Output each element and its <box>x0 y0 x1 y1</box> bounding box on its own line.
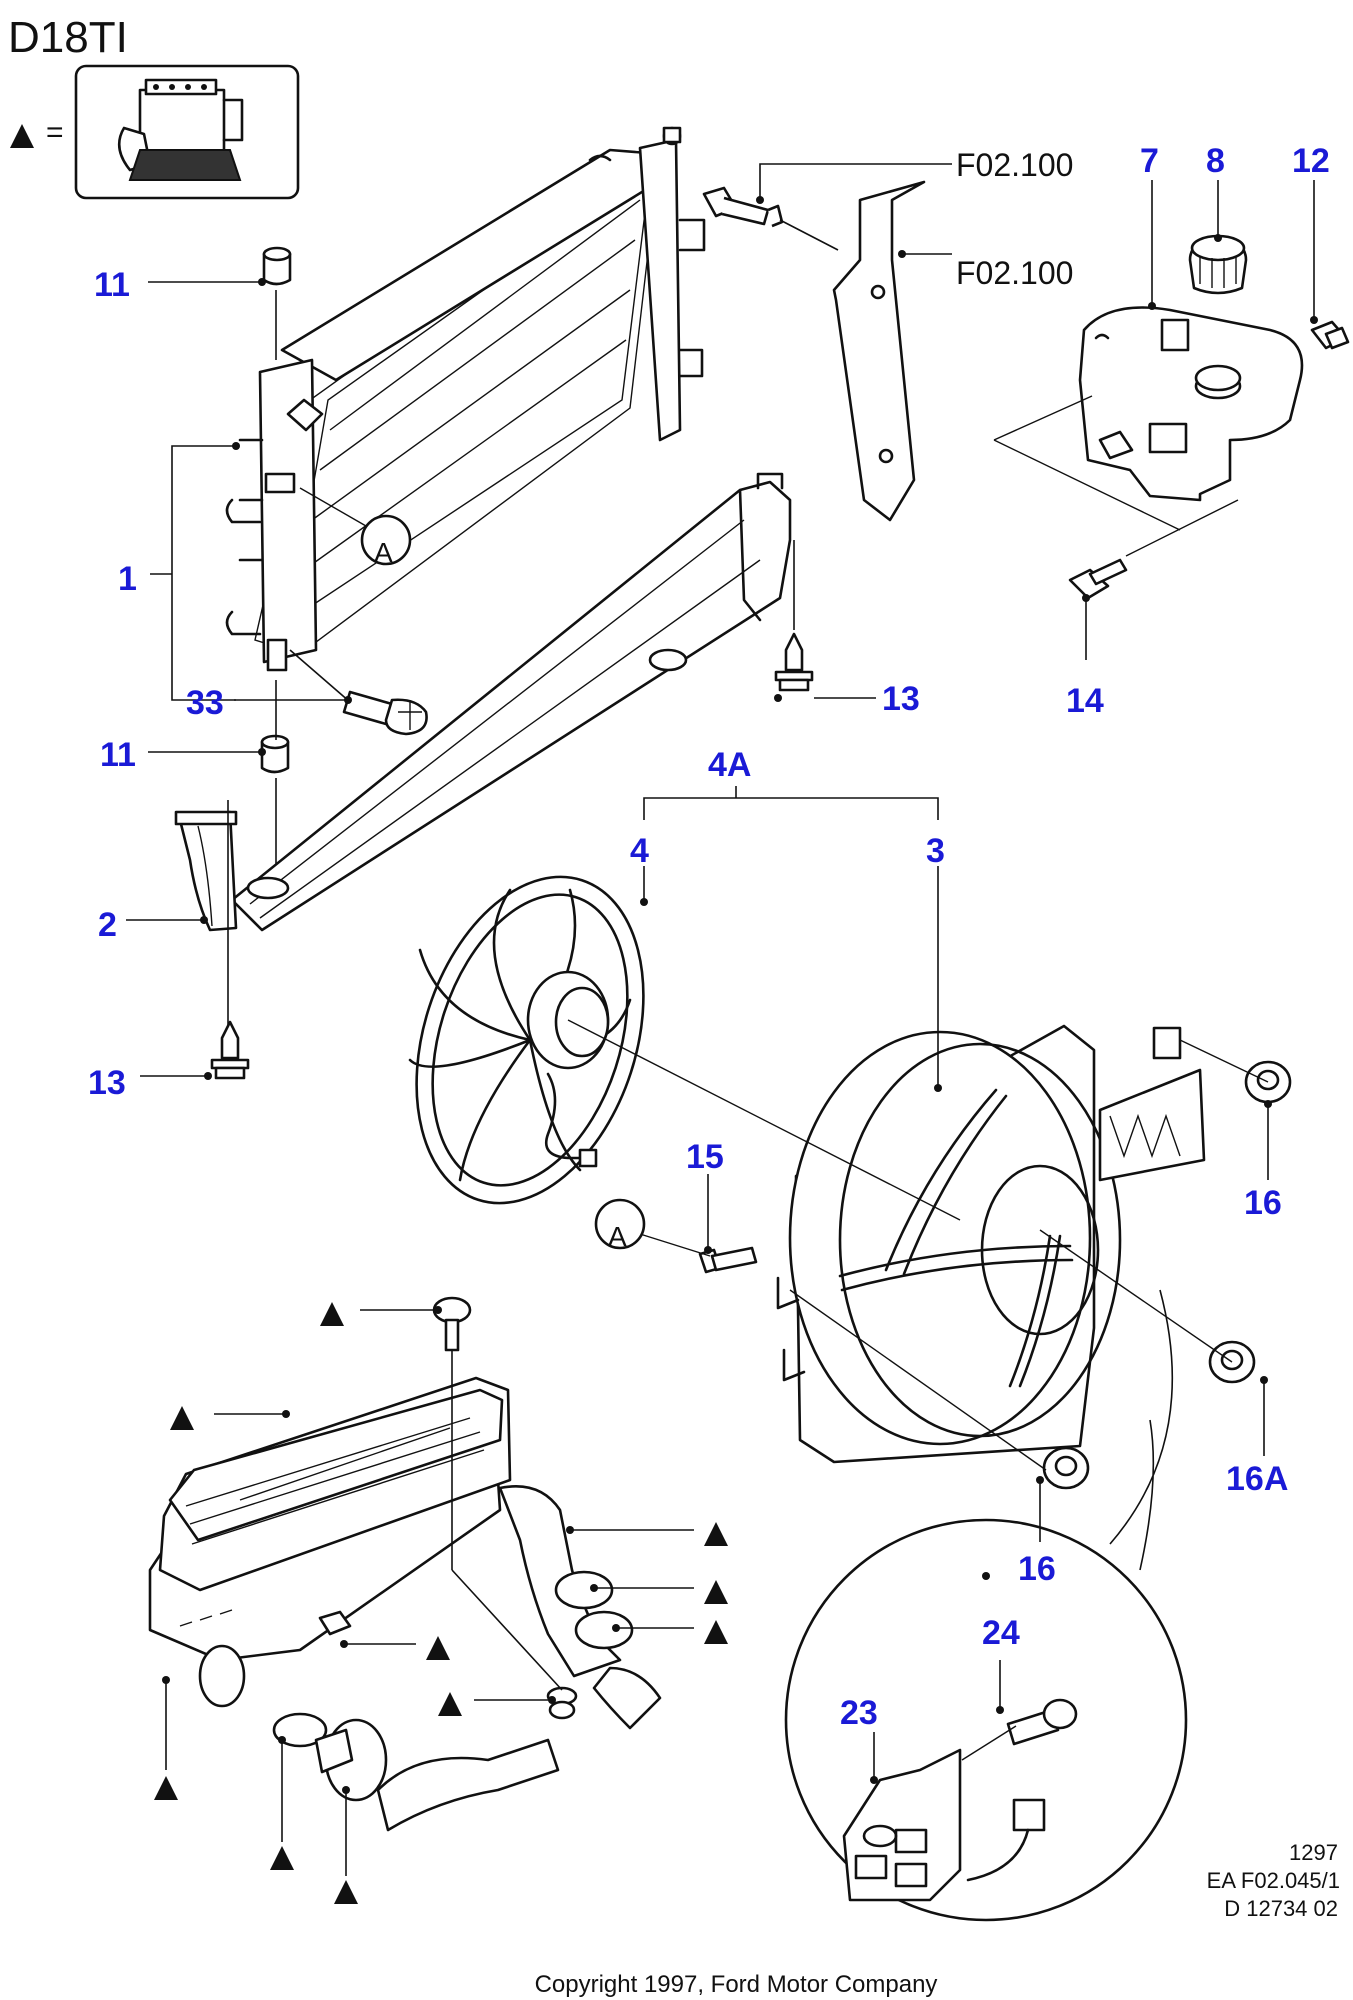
callout-11-upper: 11 <box>94 266 130 304</box>
triangle-marker-bracket-icon <box>426 1636 450 1660</box>
callout-16-upper: 16 <box>1244 1184 1282 1222</box>
push-pin-fastener <box>702 186 784 228</box>
triangle-marker-intercooler-icon <box>170 1406 194 1430</box>
expansion-tank <box>1078 306 1304 502</box>
triangle-marker-clamp-icon <box>270 1846 294 1870</box>
callout-16A: 16A <box>1226 1460 1288 1498</box>
tank-bolt-12 <box>1310 320 1350 350</box>
lower-mount-bush <box>260 734 290 774</box>
nut-16-lower <box>1042 1446 1090 1490</box>
switch-bolt-24 <box>1006 1698 1078 1746</box>
intercooler <box>148 1376 512 1708</box>
switch-connector <box>966 1798 1046 1882</box>
air-deflector <box>832 180 926 522</box>
detail-circle <box>784 1518 1188 1922</box>
engine-code-title: D18TI <box>8 13 128 62</box>
lower-support-rail <box>230 472 792 932</box>
drawing-reference: EA F02.045/1 <box>1207 1868 1340 1893</box>
drawing-number: D 12734 02 <box>1224 1896 1338 1921</box>
callout-33: 33 <box>186 684 224 722</box>
callout-3: 3 <box>926 832 945 870</box>
callout-13-right: 13 <box>882 680 920 718</box>
legend-triangle-icon <box>10 124 34 148</box>
triangle-marker-hose-clip-2-icon <box>704 1620 728 1644</box>
callout-12: 12 <box>1292 142 1330 180</box>
filler-cap <box>1188 234 1248 295</box>
triangle-marker-bolt-icon <box>320 1302 344 1326</box>
detail-marker-a-top-label: A <box>374 537 393 568</box>
drawing-date-code: 1297 <box>1289 1840 1338 1865</box>
ref-f02-100-top: F02.100 <box>956 147 1073 183</box>
triangle-marker-hose-lower-icon <box>334 1880 358 1904</box>
triangle-marker-washer-icon <box>438 1692 462 1716</box>
lower-hose-clamp <box>272 1712 560 1832</box>
left-mounting-bracket <box>174 800 238 1040</box>
triangle-marker-hose-clip-icon <box>704 1580 728 1604</box>
detail-marker-a-bottom-label: A <box>608 1221 627 1252</box>
legend-equals: = <box>46 116 64 149</box>
callout-24: 24 <box>982 1614 1020 1652</box>
tank-bolt-14 <box>1068 558 1128 600</box>
callout-8: 8 <box>1206 142 1225 180</box>
callout-4A: 4A <box>708 746 751 784</box>
callout-14: 14 <box>1066 682 1104 720</box>
callout-16-lower: 16 <box>1018 1550 1056 1588</box>
screw-13-right <box>774 540 814 692</box>
upper-mount-bush <box>262 246 292 286</box>
callout-23: 23 <box>840 1694 878 1732</box>
switch-bracket <box>842 1748 962 1902</box>
intercooler-bolt <box>432 1296 472 1352</box>
cooling-fan <box>408 875 645 1205</box>
detail-marker-a-bottom <box>594 1198 646 1250</box>
callout-11-lower: 11 <box>100 736 136 774</box>
callout-1: 1 <box>118 560 137 598</box>
callout-13-lower: 13 <box>88 1064 126 1102</box>
callout-4: 4 <box>630 832 649 870</box>
callout-2: 2 <box>98 906 117 944</box>
legend-box <box>74 64 300 200</box>
engine-thumbnail-icon <box>117 78 244 181</box>
ref-f02-100-lower: F02.100 <box>956 255 1073 291</box>
callout-7: 7 <box>1140 142 1159 180</box>
bolt-15 <box>698 1246 758 1274</box>
drain-plug <box>342 690 428 736</box>
triangle-marker-outlet-icon <box>154 1776 178 1800</box>
detail-marker-a-top <box>360 514 412 566</box>
triangle-marker-hose-icon <box>704 1522 728 1546</box>
screw-13-lower <box>210 1020 250 1080</box>
intercooler-hose <box>498 1485 662 1730</box>
callout-15: 15 <box>686 1138 724 1176</box>
copyright-notice: Copyright 1997, Ford Motor Company <box>535 1971 938 1998</box>
fan-shroud <box>776 1024 1206 1464</box>
